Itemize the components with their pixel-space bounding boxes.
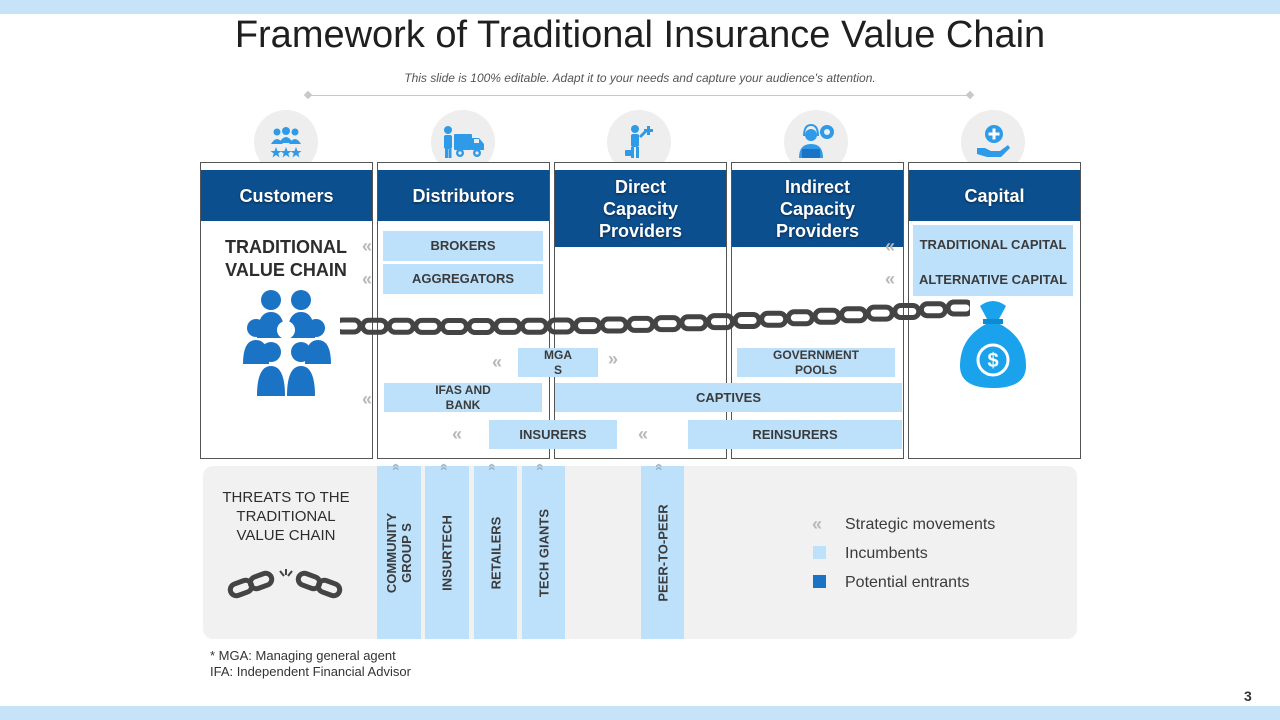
header-distributors: Distributors [378, 170, 549, 221]
chain-link [759, 310, 789, 328]
chain-link [386, 317, 416, 335]
chain-link [839, 306, 869, 324]
header-direct-capacity-providers: Direct Capacity Providers [555, 170, 726, 247]
chain-link [599, 316, 629, 334]
chain-link [546, 317, 576, 335]
entrant-tech-giants-label: TECH GIANTS [536, 508, 551, 597]
alternative-capital-box: ALTERNATIVE CAPITAL [913, 264, 1073, 296]
brokers-box: BROKERS [383, 231, 543, 261]
chain-link [785, 309, 815, 327]
chain-link [360, 317, 390, 335]
chain-link [439, 318, 469, 335]
chain-link [466, 318, 496, 335]
chain-link [945, 299, 970, 317]
government-pools-box: GOVERNMENT POOLS [737, 348, 895, 377]
traditional-capital-box: TRADITIONAL CAPITAL [913, 225, 1073, 264]
legend-potential-entrants: Potential entrants [845, 574, 970, 591]
entrant-peer-to-peer: PEER-TO-PEER [641, 466, 684, 639]
strategic-movement-chevron: « [362, 269, 373, 289]
legend-incumbents-swatch [813, 546, 826, 559]
customer-group-icon [243, 290, 331, 403]
header-indirect-capacity-providers: Indirect Capacity Providers [732, 170, 903, 247]
value-chain-links [340, 299, 970, 335]
mgas-box: MGA S [518, 348, 598, 377]
insurers-box: INSURERS [489, 420, 617, 449]
chain-link [892, 303, 922, 320]
up-movement-chevron: « [484, 463, 501, 471]
up-movement-chevron: « [436, 463, 453, 471]
entrant-tech-giants: TECH GIANTS [522, 466, 565, 639]
chain-link [626, 315, 656, 333]
up-movement-chevron: « [388, 463, 405, 471]
top-accent-bar [0, 0, 1280, 14]
captives-box: CAPTIVES [555, 383, 902, 412]
up-movement-chevron: « [532, 463, 549, 471]
bottom-accent-bar [0, 706, 1280, 720]
chain-link [652, 315, 682, 333]
threats-label: THREATS TO THE TRADITIONAL VALUE CHAIN [222, 489, 350, 544]
svg-text:$: $ [987, 350, 998, 372]
strategic-movement-chevron-right: » [608, 349, 619, 369]
chain-link [865, 304, 895, 322]
chain-link [573, 317, 602, 335]
legend-incumbents: Incumbents [845, 545, 928, 562]
entrant-insurtech: INSURTECH [425, 466, 469, 639]
traditional-value-chain-label: TRADITIONAL VALUE CHAIN [225, 237, 347, 280]
ifas-and-bank-box: IFAS AND BANK [384, 383, 542, 412]
divider-left-dot [303, 90, 313, 100]
strategic-movement-chevron: « [492, 352, 503, 372]
header-capital: Capital [909, 170, 1080, 221]
entrant-retailers: RETAILERS [474, 466, 517, 639]
chain-link [413, 317, 443, 335]
legend-strategic-movements: Strategic movements [845, 516, 996, 533]
aggregators-box: AGGREGATORS [383, 264, 543, 294]
money-bag-icon: $ [958, 300, 1028, 395]
legend-strategic-chevron-icon: « [812, 514, 823, 534]
divider-right-dot [965, 90, 975, 100]
title-divider [308, 95, 972, 96]
chain-link [918, 301, 948, 319]
slide-subtitle: This slide is 100% editable. Adapt it to… [404, 71, 876, 85]
page-number: 3 [1244, 688, 1252, 704]
reinsurers-box: REINSURERS [688, 420, 902, 449]
strategic-movement-chevron: « [452, 424, 463, 444]
footnote-ifa: IFA: Independent Financial Advisor [210, 664, 411, 679]
entrant-peer-to-peer-label: PEER-TO-PEER [655, 503, 670, 602]
strategic-movement-chevron: « [885, 236, 896, 256]
entrant-retailers-label: RETAILERS [488, 516, 503, 589]
entrant-insurtech-label: INSURTECH [439, 514, 455, 591]
chain-link [812, 307, 842, 325]
strategic-movement-chevron: « [362, 236, 373, 256]
chain-link [732, 312, 762, 329]
chain-link [493, 317, 523, 335]
chain-link [679, 314, 709, 332]
strategic-movement-chevron: « [362, 389, 373, 409]
footnote-mga: * MGA: Managing general agent [210, 648, 396, 663]
chain-link [519, 317, 549, 335]
strategic-movement-chevron: « [885, 269, 896, 289]
header-customers: Customers [201, 170, 372, 221]
chain-link [340, 317, 363, 335]
broken-chain-icon [226, 566, 356, 607]
legend-potential-swatch [813, 575, 826, 588]
threats-panel [203, 466, 1077, 639]
up-movement-chevron: « [651, 463, 668, 471]
entrant-community-groups-label: COMMUNITY GROUP S [384, 512, 414, 593]
entrant-community-groups: COMMUNITY GROUP S [377, 466, 421, 639]
slide-title: Framework of Traditional Insurance Value… [234, 14, 1046, 56]
strategic-movement-chevron: « [638, 424, 649, 444]
chain-link [706, 313, 735, 331]
